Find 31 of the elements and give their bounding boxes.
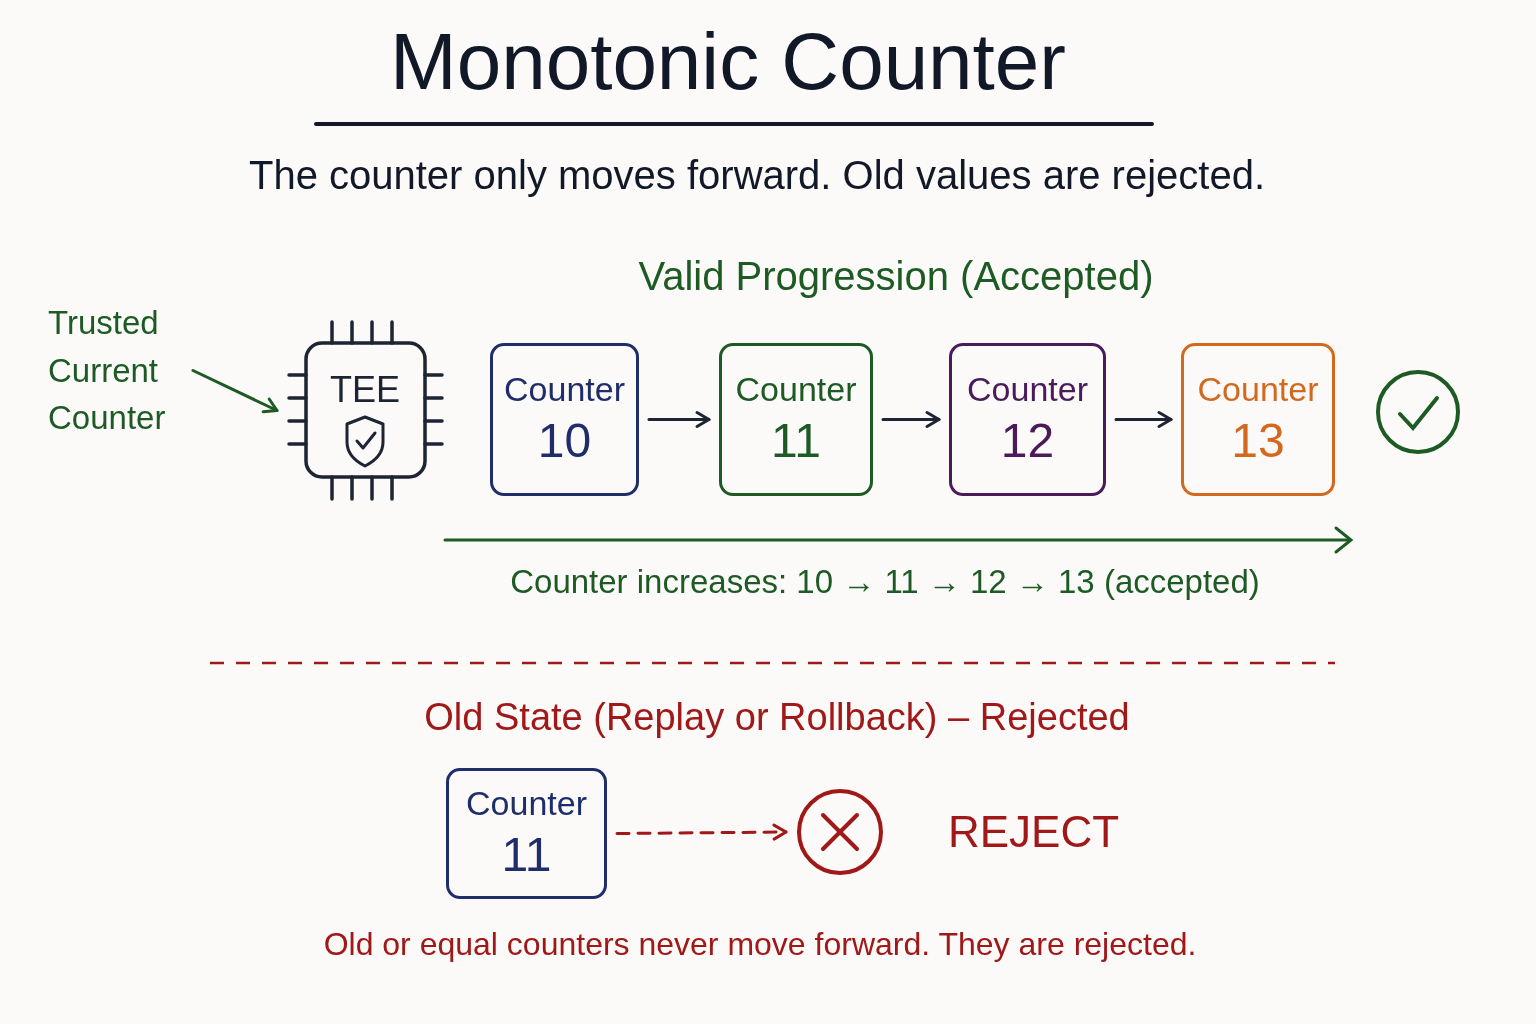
title: Monotonic Counter — [390, 18, 1066, 106]
footer-note: Old or equal counters never move forward. They are rejected. — [323, 927, 1197, 963]
reject-icon — [796, 788, 884, 876]
counter-label: Counter — [1197, 369, 1319, 411]
counter-value: 12 — [1000, 412, 1055, 469]
arrow — [1114, 411, 1173, 428]
counter-box — [949, 343, 1106, 496]
counter-box — [1181, 343, 1335, 496]
status-label: REJECT — [948, 807, 1120, 857]
progression-note: Counter increases: 10 → 11 → 12 → 13 (accepted) — [510, 563, 1260, 601]
counter-label: Counter — [967, 369, 1088, 411]
arrow — [191, 369, 279, 414]
section-heading: Old State (Replay or Rollback) – Rejected — [424, 697, 1130, 739]
subtitle: The counter only moves forward. Old values are rejected. — [249, 153, 1265, 197]
arrow — [881, 411, 941, 428]
counter-value: 11 — [771, 412, 821, 469]
counter-value: 13 — [1231, 412, 1285, 469]
counter-box — [719, 343, 873, 496]
section-heading: Valid Progression (Accepted) — [638, 254, 1154, 298]
chip-label: TEE — [330, 370, 400, 410]
counter-box — [490, 343, 639, 496]
node-label: Trusted Current Counter — [48, 298, 183, 443]
dashed-arrow — [615, 823, 788, 841]
counter-label: Counter — [466, 783, 587, 825]
arrow — [647, 411, 711, 428]
counter-label: Counter — [504, 369, 625, 411]
chip-drawing — [287, 320, 444, 501]
counter-value: 10 — [537, 412, 592, 469]
counter-box — [446, 768, 607, 899]
counter-label: Counter — [735, 369, 857, 411]
counter-value: 11 — [501, 826, 552, 883]
